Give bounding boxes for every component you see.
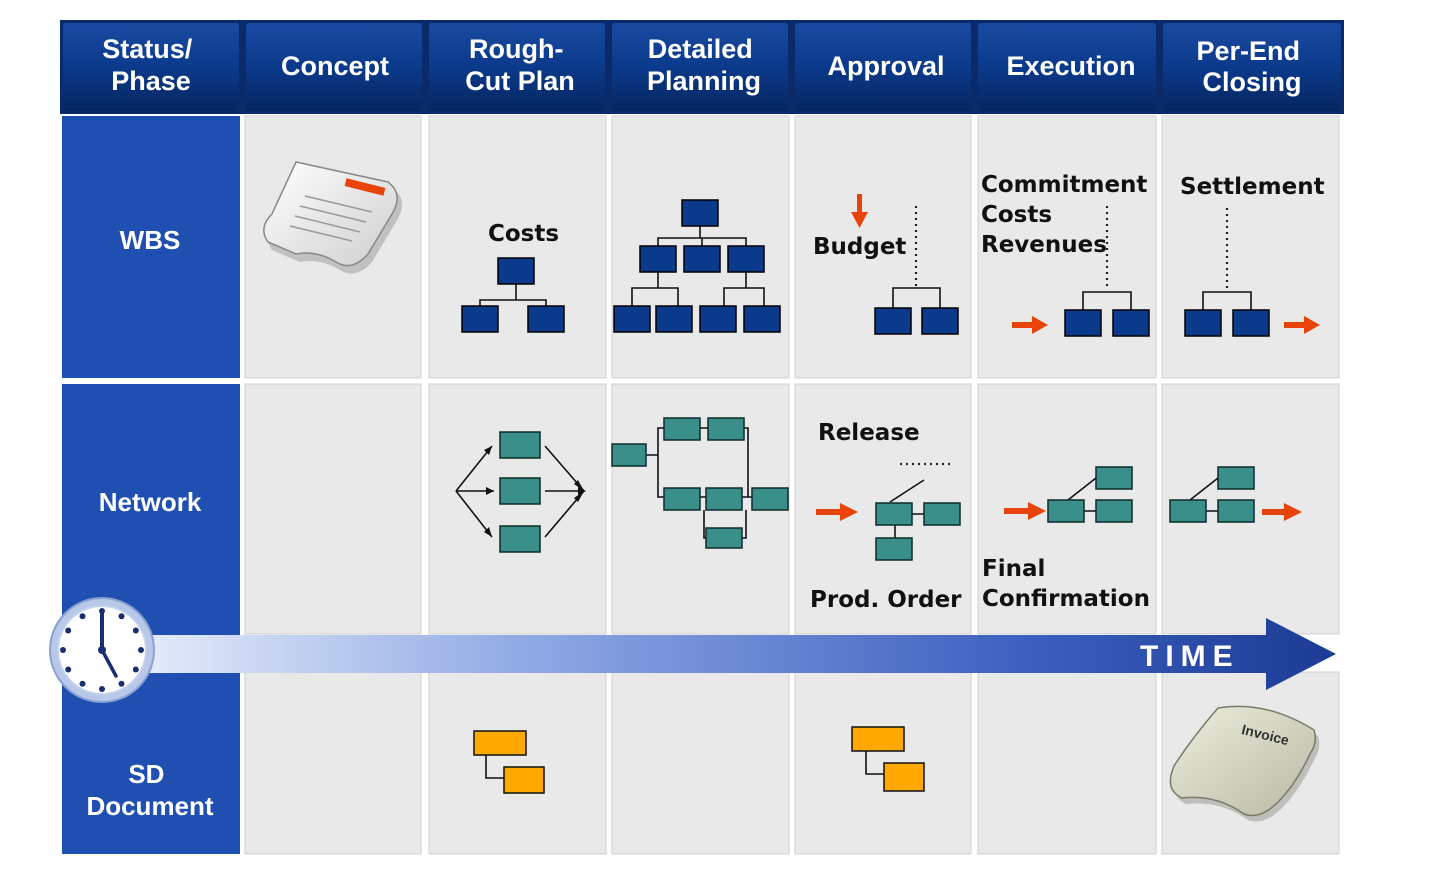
row-label-column: WBS Network SD Document [62,116,240,854]
label-final-confirmation: Final Confirmation [982,556,1150,612]
network-execution [1004,466,1133,523]
outflow-arrow-icon [1284,316,1320,334]
wbs-tree-costs [461,257,565,333]
header-rough-cut-plan: Rough- Cut Plan [465,34,575,96]
header-cell-concept [246,23,422,111]
header-cell-execution [978,23,1156,111]
sd-document-rough-cut [473,730,545,794]
clock-icon [49,597,155,703]
release-arrow-icon [816,503,858,521]
header-row: Status/ Phase Concept Rough- Cut Plan De… [60,20,1344,114]
header-cell-status-phase [63,23,239,111]
label-budget: Budget [813,234,906,260]
label-costs: Costs [488,221,559,247]
row-label-wbs: WBS [120,225,181,255]
header-per-end-closing: Per-End Closing [1196,36,1307,97]
label-prod-order: Prod. Order [810,587,962,613]
row-label-network: Network [99,487,202,517]
header-execution: Execution [1006,51,1135,81]
row-label-wbs-cell [62,116,240,378]
wbs-tree-budget [874,206,959,335]
network-approval [816,462,961,561]
header-approval: Approval [827,51,944,81]
label-commitment-costs-revenues: Commitment Costs Revenues [981,172,1155,258]
network-rough-cut [455,431,586,553]
header-cell-rough-cut-plan [429,23,605,111]
time-label: TIME [1140,640,1240,673]
label-settlement: Settlement [1180,174,1325,200]
row-label-sd-document: SD Document [86,759,213,821]
header-detailed-planning: Detailed Planning [647,34,761,96]
settlement-arrow-icon [1262,503,1302,521]
inflow-arrow-icon [1012,316,1048,334]
wbs-tree-detailed [613,199,781,333]
header-cell-approval [795,23,971,111]
confirmation-arrow-icon [1004,502,1046,520]
header-cell-per-end-closing [1163,23,1341,111]
wbs-tree-settlement [1184,208,1320,337]
network-detailed [611,417,789,549]
header-cell-detailed-planning [612,23,788,111]
header-concept: Concept [281,51,389,81]
time-arrow: TIME [100,618,1336,690]
invoice-icon: Invoice [1169,705,1320,822]
label-release: Release [818,420,920,446]
wbs-tree-execution [1012,206,1150,337]
header-status-phase: Status/ Phase [102,34,200,96]
grid-cells [244,115,1340,855]
budget-arrow-icon [851,194,868,228]
document-icon [263,161,403,274]
network-closing [1169,466,1302,523]
sd-document-approval [851,726,925,792]
